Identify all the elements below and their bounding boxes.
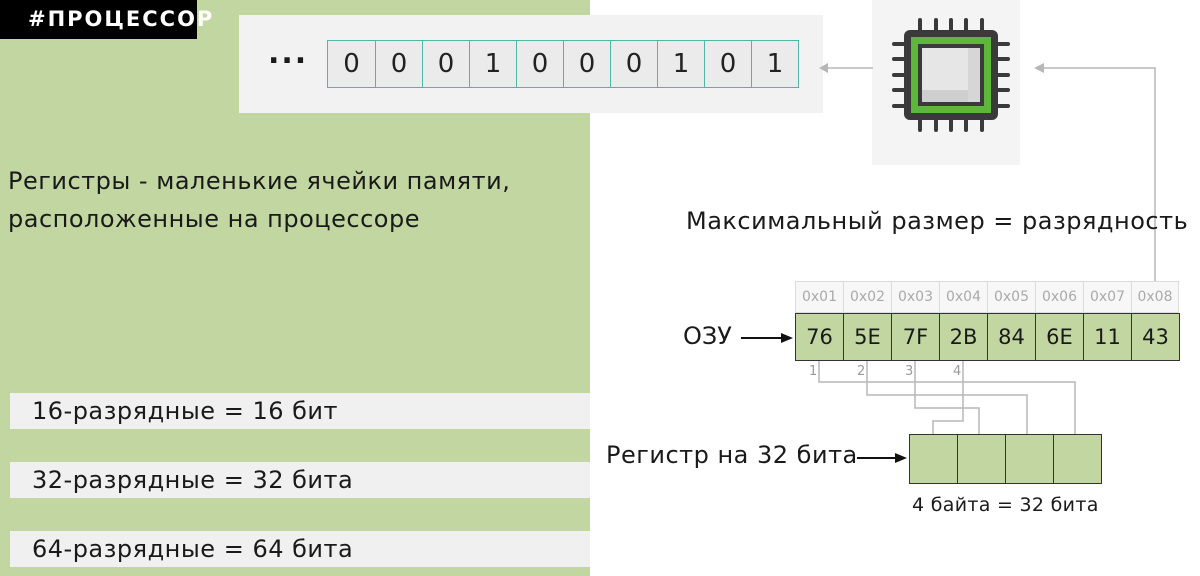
register-cell: [1006, 435, 1054, 483]
ram-value-row: 76 5E 7F 2B 84 6E 11 43: [795, 313, 1180, 361]
byte-index: 1: [809, 364, 818, 379]
ram-address: 0x06: [1035, 281, 1083, 313]
ram-cell: 6E: [1036, 314, 1084, 360]
ram-address: 0x03: [891, 281, 939, 313]
byte-index: 4: [953, 364, 962, 379]
register-cells: [909, 434, 1102, 484]
bit-cell: 0: [610, 41, 657, 87]
bit-cell: 0: [563, 41, 610, 87]
ram-address: 0x05: [987, 281, 1035, 313]
bit-cell: 0: [375, 41, 422, 87]
max-size-caption: Максимальный размер = разрядность: [686, 207, 1189, 235]
ram-address: 0x07: [1083, 281, 1131, 313]
ram-cell: 7F: [892, 314, 940, 360]
bit-cell: 1: [469, 41, 516, 87]
ram-address: 0x04: [939, 281, 987, 313]
headline-line-2: расположенные на процессоре: [8, 205, 420, 233]
cpu-icon: [892, 18, 1010, 132]
ram-label: ОЗУ: [683, 322, 732, 350]
ram-address: 0x01: [795, 281, 843, 313]
bit-cell: 0: [422, 41, 469, 87]
register-cell: [1054, 435, 1102, 483]
ram-cell: 11: [1084, 314, 1132, 360]
ram-address-row: 0x01 0x02 0x03 0x04 0x05 0x06 0x07 0x08: [795, 281, 1179, 313]
ram-address: 0x02: [843, 281, 891, 313]
bit-cell: 0: [328, 41, 375, 87]
bit-strip: 0 0 0 1 0 0 0 1 0 1: [327, 40, 799, 88]
register-label: Регистр на 32 бита: [606, 441, 858, 469]
register-cell: [910, 435, 958, 483]
bits-ellipsis: ...: [268, 36, 309, 71]
byte-index: 2: [857, 364, 866, 379]
bit-cell: 0: [516, 41, 563, 87]
bit-cell: 0: [704, 41, 751, 87]
bit-cell: 1: [751, 41, 798, 87]
topic-tag: #ПРОЦЕССОР: [0, 0, 212, 39]
register-caption: 4 байта = 32 бита: [912, 494, 1099, 516]
bitness-16: 16-разрядные = 16 бит: [10, 393, 590, 429]
ram-address: 0x08: [1131, 281, 1179, 313]
headline-line-1: Регистры - маленькие ячейки памяти,: [8, 167, 511, 195]
bit-cell: 1: [657, 41, 704, 87]
ram-cell: 84: [988, 314, 1036, 360]
ram-cell: 5E: [844, 314, 892, 360]
bitness-64: 64-разрядные = 64 бита: [10, 531, 590, 567]
headline: Регистры - маленькие ячейки памяти, расп…: [8, 162, 510, 238]
register-cell: [958, 435, 1006, 483]
ram-cell: 76: [796, 314, 844, 360]
ram-cell: 43: [1132, 314, 1180, 360]
byte-index: 3: [905, 364, 914, 379]
ram-cell: 2B: [940, 314, 988, 360]
bitness-32: 32-разрядные = 32 бита: [10, 462, 590, 498]
